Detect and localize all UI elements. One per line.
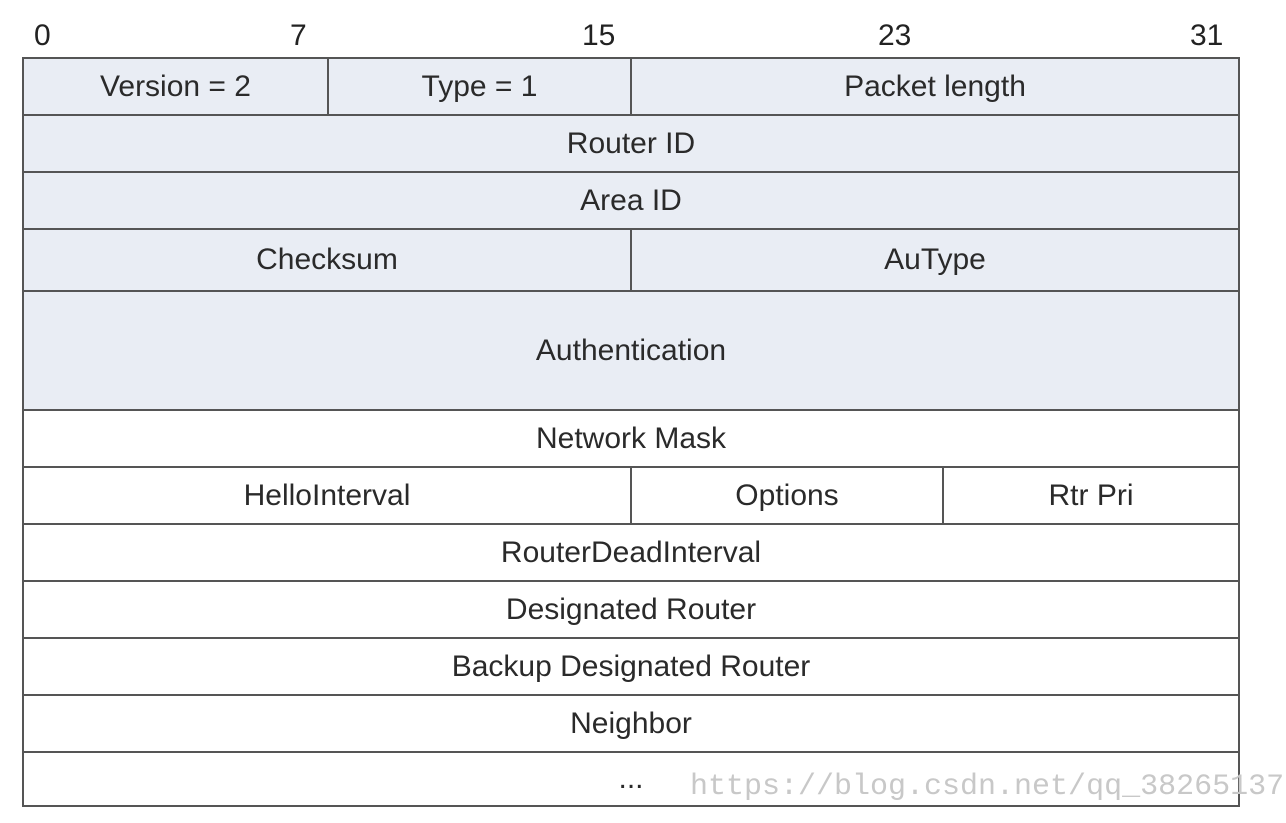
field-version: Version = 2 <box>100 69 251 103</box>
field-authentication: Authentication <box>535 333 727 367</box>
row-hello-options-pri: HelloInterval Options Rtr Pri <box>24 468 1238 525</box>
field-backup-designated-router: Backup Designated Router <box>451 649 811 683</box>
field-designated-router: Designated Router <box>505 592 757 626</box>
row-designated-router: Designated Router <box>24 582 1238 639</box>
watermark-url: https://blog.csdn.net/qq_38265137 <box>690 770 1285 804</box>
row-router-id: Router ID <box>24 116 1238 173</box>
bit-label-23: 23 <box>878 19 912 52</box>
field-packet-length: Packet length <box>630 59 1238 114</box>
field-neighbor: Neighbor <box>570 706 692 740</box>
bit-label-15: 15 <box>582 19 616 52</box>
row-backup-designated-router: Backup Designated Router <box>24 639 1238 696</box>
row-checksum-autype: Checksum AuType <box>24 230 1238 292</box>
row-version-type-length: Version = 2 Type = 1 Packet length <box>24 59 1238 116</box>
field-options: Options <box>630 468 942 523</box>
bit-label-31: 31 <box>1190 19 1224 52</box>
field-network-mask: Network Mask <box>535 421 727 455</box>
field-area-id: Area ID <box>580 183 682 217</box>
field-rtr-pri: Rtr Pri <box>942 468 1238 523</box>
field-hello-interval: HelloInterval <box>243 478 411 512</box>
field-router-id: Router ID <box>566 126 696 160</box>
field-router-dead-interval: RouterDeadInterval <box>500 535 762 569</box>
field-type: Type = 1 <box>327 59 630 114</box>
ospf-hello-packet-diagram: Version = 2 Type = 1 Packet length Route… <box>22 57 1240 807</box>
field-autype: AuType <box>630 230 1238 290</box>
bit-label-0: 0 <box>34 19 51 52</box>
row-network-mask: Network Mask <box>24 411 1238 468</box>
field-ellipsis: ... <box>618 762 644 795</box>
row-authentication: Authentication <box>24 292 1238 411</box>
row-neighbor: Neighbor <box>24 696 1238 753</box>
row-router-dead-interval: RouterDeadInterval <box>24 525 1238 582</box>
field-checksum: Checksum <box>256 243 398 276</box>
row-ellipsis: ... <box>24 753 1238 805</box>
bit-label-7: 7 <box>290 19 307 52</box>
row-area-id: Area ID <box>24 173 1238 230</box>
